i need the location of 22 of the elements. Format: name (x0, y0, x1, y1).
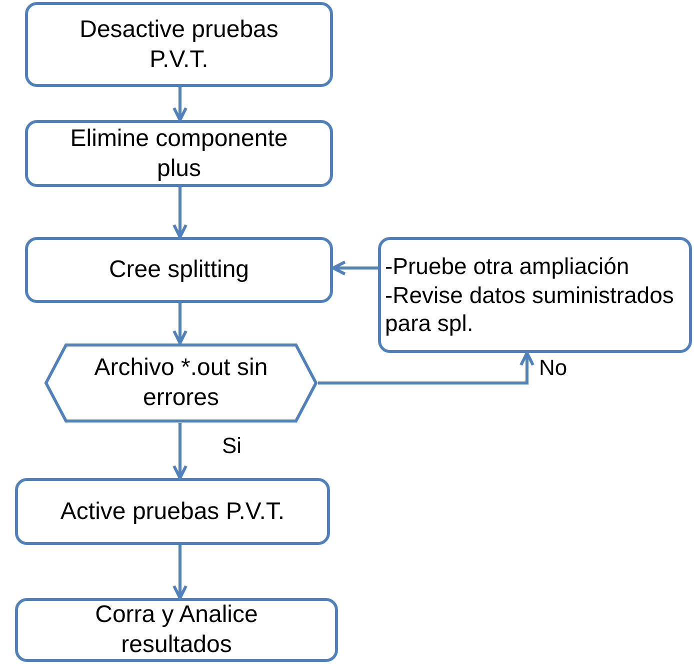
node-text: Archivo *.out sin errores (93, 353, 269, 413)
arrow (172, 423, 188, 480)
arrow (172, 303, 188, 344)
arrow (172, 187, 188, 238)
decision-hexagon (44, 343, 318, 423)
process-box (25, 237, 333, 303)
node-text: Active pruebas P.V.T. (60, 496, 285, 526)
node-text: -Pruebe otra ampliación (385, 252, 630, 281)
node-text: Desactive pruebas P.V.T. (78, 14, 280, 74)
node-text: -Revise datos suministrados para spl. (385, 280, 675, 338)
process-box (25, 120, 333, 187)
arrow (332, 260, 378, 276)
process-box (15, 598, 338, 662)
process-box (15, 478, 330, 545)
arrow (172, 87, 188, 122)
arrow (318, 352, 534, 384)
process-box (378, 237, 692, 353)
arrow (172, 545, 188, 600)
node-text: Cree splitting (108, 255, 250, 285)
node-text: Corra y Analice resultados (94, 600, 259, 660)
node-text: Elimine componente plus (69, 124, 289, 184)
process-box (25, 2, 333, 87)
